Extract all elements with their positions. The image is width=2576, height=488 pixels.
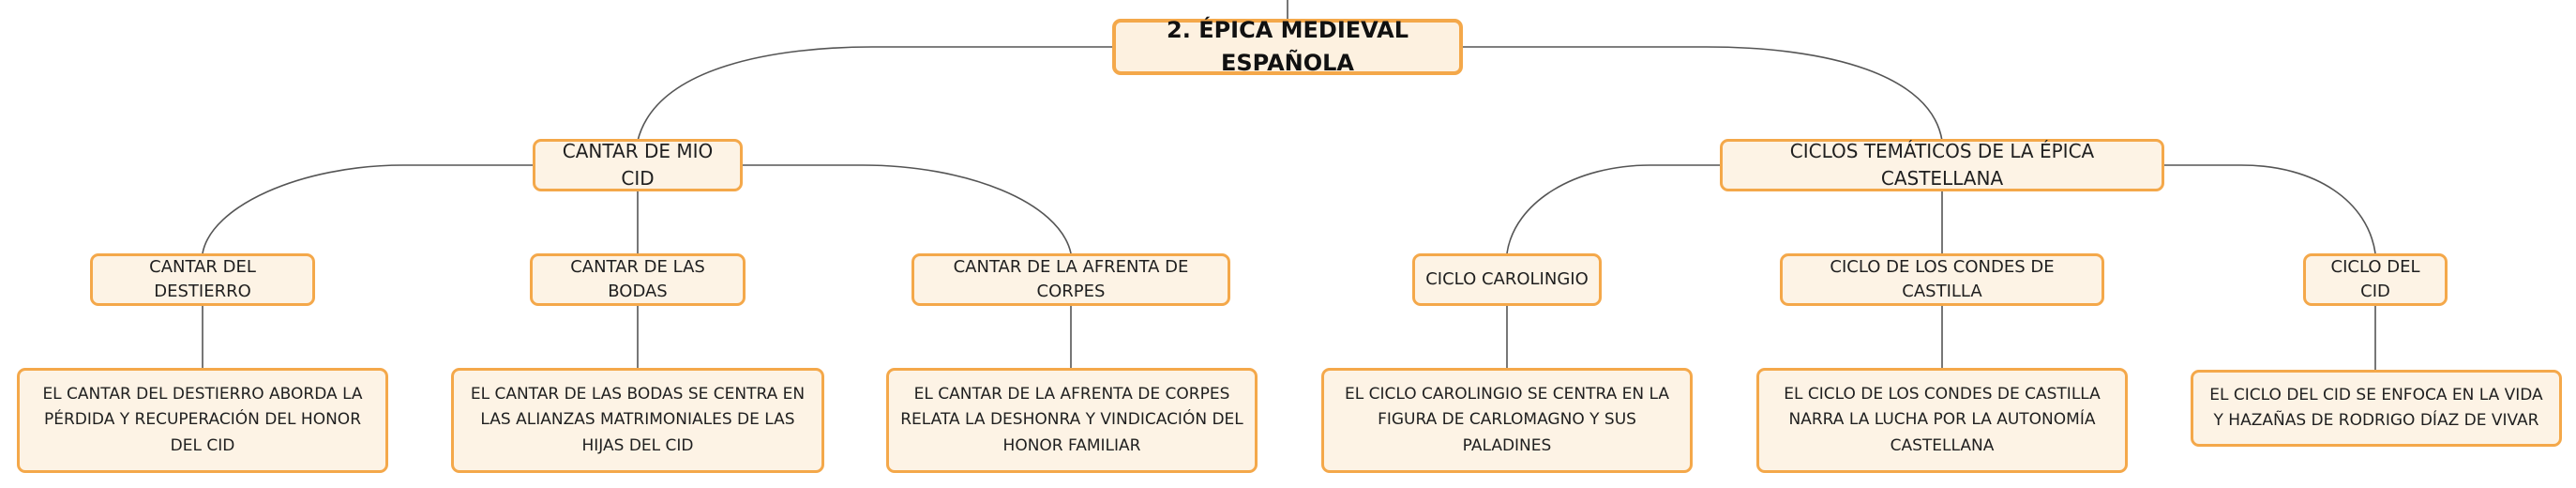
branch-node-ciclos-tematicos[interactable]: CICLOS TEMÁTICOS DE LA ÉPICA CASTELLANA: [1720, 139, 2164, 191]
connector-root-cantar: [637, 46, 1114, 142]
detail-node-condes[interactable]: EL CICLO DE LOS CONDES DE CASTILLA NARRA…: [1756, 368, 2128, 473]
topic-node-label: CICLO DEL CID: [2330, 256, 2420, 301]
topic-node-ciclo-condes[interactable]: CICLO DE LOS CONDES DE CASTILLA: [1780, 253, 2104, 306]
connector-ciclos-cid: [2162, 164, 2376, 254]
detail-node-bodas[interactable]: EL CANTAR DE LAS BODAS SE CENTRA EN LAS …: [451, 368, 824, 473]
detail-node-destierro[interactable]: EL CANTAR DEL DESTIERRO ABORDA LA PÉRDID…: [17, 368, 388, 473]
topic-node-cantar-destierro[interactable]: CANTAR DEL DESTIERRO: [90, 253, 315, 306]
branch-node-label: CANTAR DE MIO CID: [562, 140, 714, 190]
topic-node-ciclo-cid[interactable]: CICLO DEL CID: [2303, 253, 2448, 306]
connector-cantar-destierro: [202, 164, 535, 254]
topic-node-label: CICLO CAROLINGIO: [1425, 268, 1589, 289]
topic-node-cantar-bodas[interactable]: CANTAR DE LAS BODAS: [530, 253, 746, 306]
detail-node-text: EL CANTAR DE LA AFRENTA DE CORPES RELATA…: [900, 385, 1243, 455]
branch-node-label: CICLOS TEMÁTICOS DE LA ÉPICA CASTELLANA: [1789, 140, 2095, 190]
detail-node-text: EL CANTAR DEL DESTIERRO ABORDA LA PÉRDID…: [42, 385, 363, 455]
connector-ciclos-carolingio: [1506, 164, 1722, 254]
detail-node-text: EL CICLO CAROLINGIO SE CENTRA EN LA FIGU…: [1344, 385, 1670, 455]
detail-node-afrenta[interactable]: EL CANTAR DE LA AFRENTA DE CORPES RELATA…: [886, 368, 1258, 473]
topic-node-label: CANTAR DE LA AFRENTA DE CORPES: [953, 256, 1189, 301]
topic-node-label: CICLO DE LOS CONDES DE CASTILLA: [1830, 256, 2055, 301]
root-node-label: 2. ÉPICA MEDIEVAL ESPAÑOLA: [1167, 17, 1409, 76]
branch-node-cantar-mio-cid[interactable]: CANTAR DE MIO CID: [533, 139, 743, 191]
topic-node-ciclo-carolingio[interactable]: CICLO CAROLINGIO: [1412, 253, 1602, 306]
topic-node-cantar-afrenta[interactable]: CANTAR DE LA AFRENTA DE CORPES: [911, 253, 1230, 306]
root-node[interactable]: 2. ÉPICA MEDIEVAL ESPAÑOLA: [1112, 17, 1463, 76]
detail-node-text: EL CICLO DEL CID SE ENFOCA EN LA VIDA Y …: [2209, 385, 2543, 430]
detail-node-cid[interactable]: EL CICLO DEL CID SE ENFOCA EN LA VIDA Y …: [2191, 370, 2562, 447]
detail-node-text: EL CICLO DE LOS CONDES DE CASTILLA NARRA…: [1784, 385, 2101, 455]
topic-node-label: CANTAR DEL DESTIERRO: [149, 256, 256, 301]
detail-node-carolingio[interactable]: EL CICLO CAROLINGIO SE CENTRA EN LA FIGU…: [1321, 368, 1693, 473]
topic-node-label: CANTAR DE LAS BODAS: [570, 256, 705, 301]
detail-node-text: EL CANTAR DE LAS BODAS SE CENTRA EN LAS …: [470, 385, 806, 455]
connector-cantar-afrenta: [741, 164, 1072, 254]
connector-root-ciclos: [1461, 46, 1943, 142]
